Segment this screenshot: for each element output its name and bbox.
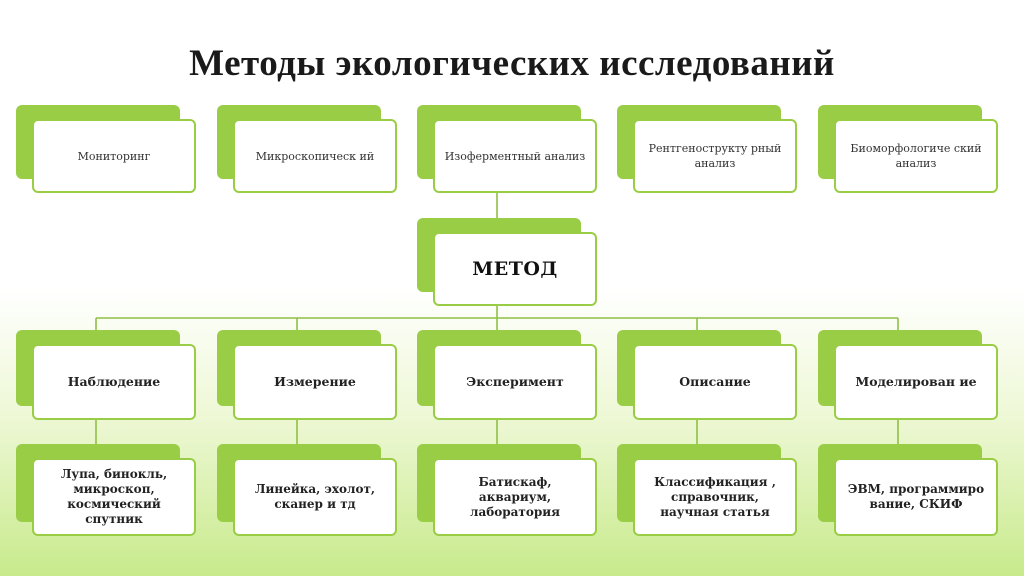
tools-node-3: Батискаф, аквариум, лаборатория — [417, 444, 597, 536]
top-method-label: Изоферментный анализ — [433, 119, 597, 193]
tools-node-4: Классификация , справочник, научная стат… — [617, 444, 797, 536]
category-node-3: Эксперимент — [417, 330, 597, 420]
page-title: Методы экологических исследований — [189, 43, 835, 84]
top-method-label: Мониторинг — [32, 119, 196, 193]
category-node-4: Описание — [617, 330, 797, 420]
category-label: Моделирован ие — [834, 344, 998, 420]
category-node-2: Измерение — [217, 330, 397, 420]
top-method-node-4: Рентгенострукту рный анализ — [617, 105, 797, 193]
tools-label: Лупа, бинокль, микроскоп, космический сп… — [32, 458, 196, 536]
tools-node-5: ЭВМ, программиро вание, СКИФ — [818, 444, 998, 536]
center-method-node: МЕТОД — [417, 218, 597, 306]
tools-label: Линейка, эхолот, сканер и тд — [233, 458, 397, 536]
top-method-node-3: Изоферментный анализ — [417, 105, 597, 193]
center-method-label: МЕТОД — [433, 232, 597, 306]
category-node-1: Наблюдение — [16, 330, 196, 420]
top-method-node-2: Микроскопическ ий — [217, 105, 397, 193]
tools-node-1: Лупа, бинокль, микроскоп, космический сп… — [16, 444, 196, 536]
category-label: Наблюдение — [32, 344, 196, 420]
tools-label: ЭВМ, программиро вание, СКИФ — [834, 458, 998, 536]
category-label: Измерение — [233, 344, 397, 420]
category-label: Описание — [633, 344, 797, 420]
category-node-5: Моделирован ие — [818, 330, 998, 420]
top-method-node-1: Мониторинг — [16, 105, 196, 193]
tools-label: Батискаф, аквариум, лаборатория — [433, 458, 597, 536]
top-method-label: Биоморфологиче ский анализ — [834, 119, 998, 193]
top-method-label: Рентгенострукту рный анализ — [633, 119, 797, 193]
top-method-node-5: Биоморфологиче ский анализ — [818, 105, 998, 193]
tools-node-2: Линейка, эхолот, сканер и тд — [217, 444, 397, 536]
top-method-label: Микроскопическ ий — [233, 119, 397, 193]
category-label: Эксперимент — [433, 344, 597, 420]
tools-label: Классификация , справочник, научная стат… — [633, 458, 797, 536]
